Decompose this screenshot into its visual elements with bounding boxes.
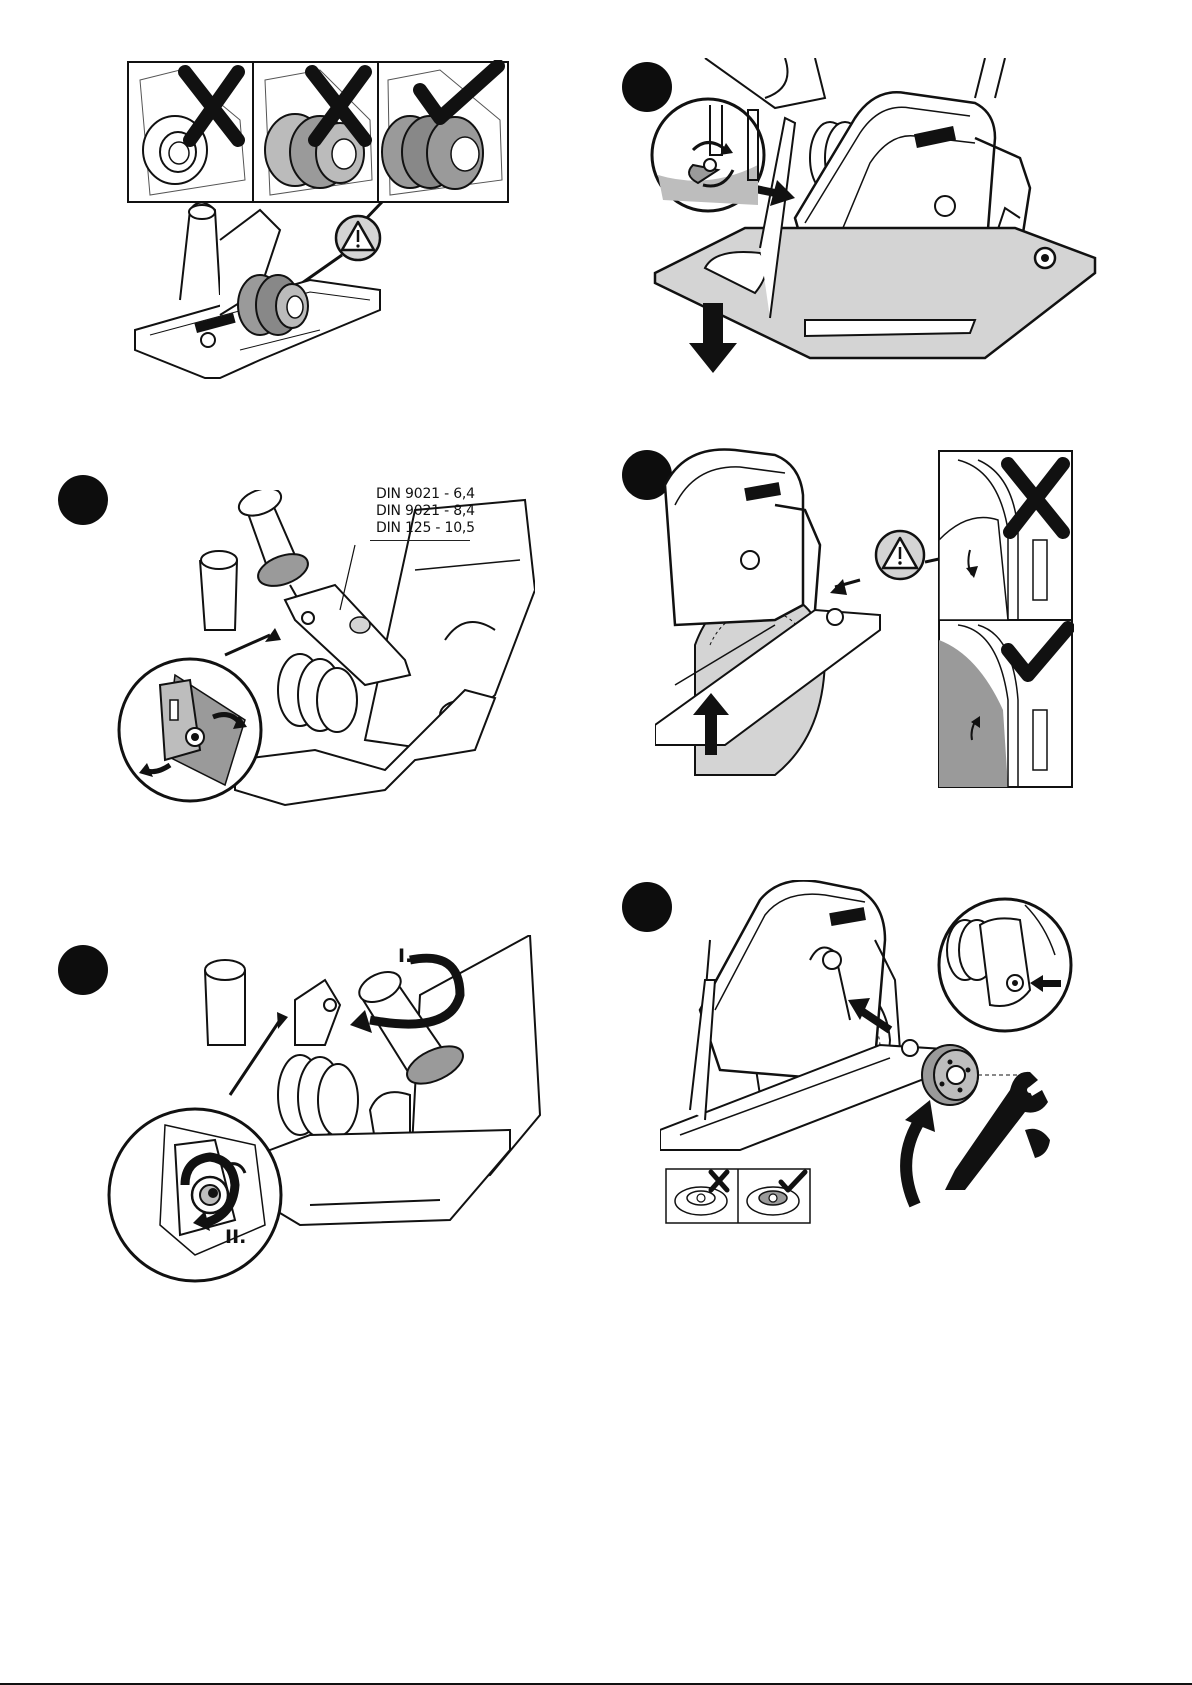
step-two-label: II.	[225, 1226, 246, 1248]
spec-line: DIN 125 - 10,5	[376, 520, 475, 537]
inset-wing-nut-drawing	[648, 95, 768, 215]
warning-badge	[872, 528, 932, 582]
flange-compare-drawing	[665, 1168, 811, 1224]
spec-divider	[370, 540, 470, 541]
flange-nut	[922, 1045, 978, 1105]
inset-spindle-drawing	[935, 895, 1075, 1035]
inset-handle-bolt	[105, 1105, 285, 1285]
inset-handle-bolt-drawing	[105, 1105, 285, 1285]
rotation-compare-drawing	[938, 450, 1074, 788]
rotate-arrow-icon	[905, 1100, 935, 1205]
washer-spec-list: DIN 9021 - 6,4 DIN 9021 - 8,4 DIN 125 - …	[376, 486, 475, 537]
flange-and-wrench	[890, 1040, 1060, 1225]
spec-line: DIN 9021 - 8,4	[376, 503, 475, 520]
figure-blade-drawing	[655, 445, 925, 790]
flange-wrong	[675, 1187, 727, 1215]
flange-compare-panels	[665, 1168, 811, 1224]
warning-triangle-icon	[872, 528, 932, 582]
rotation-compare-panels	[938, 450, 1074, 788]
inset-bracket-drawing	[115, 655, 265, 805]
inset-bracket-bolt	[115, 655, 265, 805]
spec-line: DIN 9021 - 6,4	[376, 486, 475, 503]
figure-blade-direction	[655, 445, 925, 790]
inset-wing-nut	[648, 95, 768, 215]
figure-spacer-drawing	[120, 60, 520, 420]
flange-right	[747, 1187, 799, 1215]
inset-spindle-lock	[935, 895, 1075, 1035]
washer	[350, 617, 370, 633]
warning-triangle-icon	[336, 216, 380, 260]
step-one-label: I.	[398, 945, 412, 967]
step-badge	[58, 475, 108, 525]
step-badge	[58, 945, 108, 995]
figure-spacer-options	[120, 60, 520, 420]
wrench-drawing	[890, 1040, 1060, 1225]
